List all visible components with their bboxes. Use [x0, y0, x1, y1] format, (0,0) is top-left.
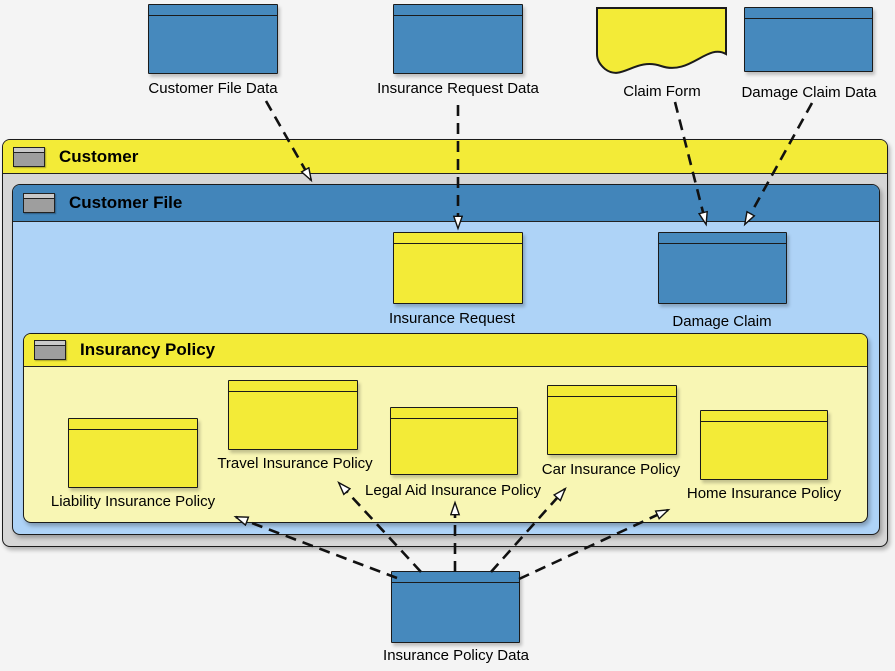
- container-customer-header: Customer: [3, 140, 887, 174]
- container-customer-title: Customer: [59, 146, 139, 166]
- document-icon: [23, 193, 55, 213]
- node-label-customer-file-data: Customer File Data: [148, 80, 278, 97]
- node-label-liability-insurance-policy: Liability Insurance Policy: [50, 493, 216, 510]
- node-damage-claim-data[interactable]: [744, 7, 873, 72]
- node-travel-insurance-policy[interactable]: [228, 380, 358, 450]
- document-icon: [34, 340, 66, 360]
- node-claim-form[interactable]: [595, 6, 729, 82]
- node-label-damage-claim: Damage Claim: [672, 313, 772, 330]
- node-liability-insurance-policy[interactable]: [68, 418, 198, 488]
- container-customer-file-header: Customer File: [13, 185, 879, 222]
- node-customer-file-data[interactable]: [148, 4, 278, 74]
- node-insurance-policy-data[interactable]: [391, 571, 520, 643]
- node-label-legal-aid-insurance-policy: Legal Aid Insurance Policy: [365, 482, 541, 499]
- node-insurance-request[interactable]: [393, 232, 523, 304]
- node-damage-claim[interactable]: [658, 232, 787, 304]
- container-insurancy-policy-title: Insurancy Policy: [80, 340, 216, 359]
- node-label-home-insurance-policy: Home Insurance Policy: [686, 485, 842, 502]
- document-icon: [13, 146, 45, 167]
- node-legal-aid-insurance-policy[interactable]: [390, 407, 518, 475]
- node-home-insurance-policy[interactable]: [700, 410, 828, 480]
- node-label-insurance-request: Insurance Request: [389, 310, 515, 327]
- node-label-travel-insurance-policy: Travel Insurance Policy: [217, 455, 373, 472]
- node-insurance-request-data[interactable]: [393, 4, 523, 74]
- container-insurancy-policy-header: Insurancy Policy: [24, 334, 867, 367]
- node-label-insurance-policy-data: Insurance Policy Data: [383, 647, 529, 664]
- node-car-insurance-policy[interactable]: [547, 385, 677, 455]
- node-label-claim-form: Claim Form: [623, 83, 701, 100]
- node-label-damage-claim-data: Damage Claim Data: [741, 84, 877, 101]
- node-label-insurance-request-data: Insurance Request Data: [377, 80, 539, 97]
- node-label-car-insurance-policy: Car Insurance Policy: [541, 461, 681, 478]
- container-customer-file-title: Customer File: [69, 193, 183, 212]
- claim-form-document-shape: [596, 7, 727, 74]
